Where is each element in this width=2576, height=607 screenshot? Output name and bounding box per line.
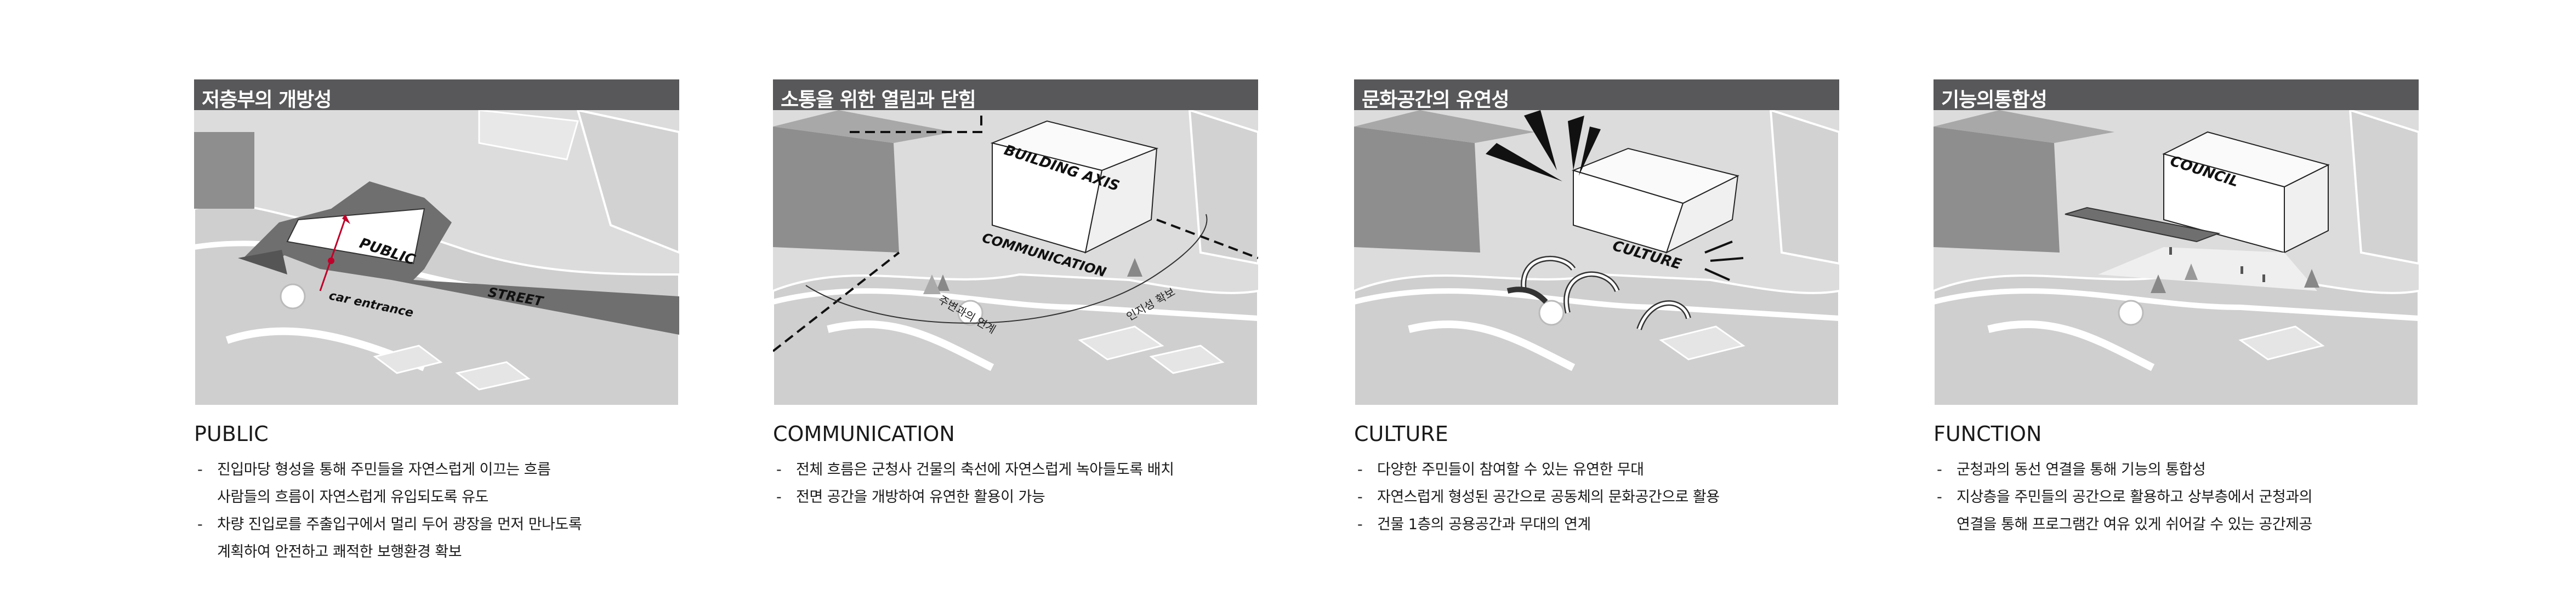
bullet-item: 전면 공간을 개방하여 유연한 활용이 가능 — [776, 484, 1259, 511]
panel-title-bar: 소통을 위한 열림과 닫힘 — [773, 79, 1258, 110]
bullet-list: 군청과의 동선 연결을 통해 기능의 통합성 지상층을 주민들의 공간으로 활용… — [1937, 456, 2419, 539]
panel-title: 저층부의 개방성 — [202, 84, 331, 112]
public-diagram-drawing: PUBLIC STREET car entrance — [194, 110, 679, 406]
bullet-item: 전체 흐름은 군청사 건물의 축선에 자연스럽게 녹아들도록 배치 — [776, 456, 1259, 484]
panel-title: 기능의통합성 — [1941, 84, 2047, 112]
bullet-item: 지상층을 주민들의 공간으로 활용하고 상부층에서 군청과의 연결을 통해 프로… — [1937, 484, 2419, 539]
bullet-list: 전체 흐름은 군청사 건물의 축선에 자연스럽게 녹아들도록 배치 전면 공간을… — [776, 456, 1259, 511]
communication-diagram-drawing: BUILDING AXIS COMMUNICATION 주변과의 연계 인지성 … — [773, 110, 1258, 406]
bullet-list: 진입마당 형성을 통해 주민들을 자연스럽게 이끄는 흐름 사람들의 흐름이 자… — [197, 456, 680, 566]
culture-diagram: CULTURE — [1354, 110, 1839, 406]
bullet-item: 다양한 주민들이 참여할 수 있는 유연한 무대 — [1357, 456, 1840, 484]
bullet-item: 건물 1층의 공용공간과 무대의 연계 — [1357, 511, 1840, 539]
panel-heading: COMMUNICATION — [773, 422, 955, 446]
bullet-item: 진입마당 형성을 통해 주민들을 자연스럽게 이끄는 흐름 사람들의 흐름이 자… — [197, 456, 680, 511]
culture-diagram-drawing: CULTURE — [1354, 110, 1839, 406]
panel-function: 기능의통합성 COUNCIL FUNCTION — [1934, 79, 2419, 556]
bullet-item: 군청과의 동선 연결을 통해 기능의 통합성 — [1937, 456, 2419, 484]
communication-diagram: BUILDING AXIS COMMUNICATION 주변과의 연계 인지성 … — [773, 110, 1258, 406]
panel-heading: FUNCTION — [1934, 422, 2042, 446]
bullet-item: 차량 진입로를 주출입구에서 멀리 두어 광장을 먼저 만나도록 계획하여 안전… — [197, 511, 680, 566]
bullet-item: 자연스럽게 형성된 공간으로 공동체의 문화공간으로 활용 — [1357, 484, 1840, 511]
panel-title-bar: 문화공간의 유연성 — [1354, 79, 1839, 110]
panel-heading: PUBLIC — [194, 422, 269, 446]
panel-title-bar: 저층부의 개방성 — [194, 79, 679, 110]
function-diagram-drawing: COUNCIL — [1934, 110, 2419, 406]
panel-heading: CULTURE — [1354, 422, 1448, 446]
panel-title: 소통을 위한 열림과 닫힘 — [781, 84, 976, 112]
public-diagram: PUBLIC STREET car entrance — [194, 110, 679, 406]
panel-public: 저층부의 개방성 PUBLIC STREET car entrance — [194, 79, 679, 556]
function-diagram: COUNCIL — [1934, 110, 2419, 406]
panel-title-bar: 기능의통합성 — [1934, 79, 2419, 110]
bullet-list: 다양한 주민들이 참여할 수 있는 유연한 무대 자연스럽게 형성된 공간으로 … — [1357, 456, 1840, 539]
panel-culture: 문화공간의 유연성 CUL — [1354, 79, 1839, 556]
panel-communication: 소통을 위한 열림과 닫힘 BUILDING AXIS COMMU — [773, 79, 1258, 556]
panel-title: 문화공간의 유연성 — [1362, 84, 1509, 112]
